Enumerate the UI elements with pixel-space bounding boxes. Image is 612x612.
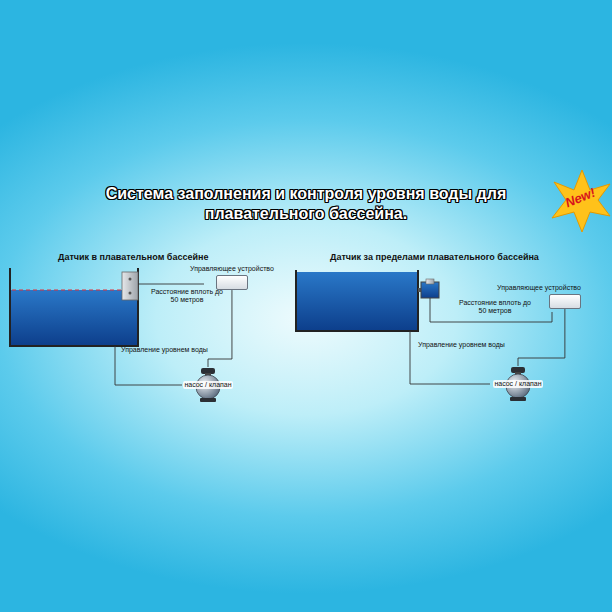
section-heading: Датчик в плавательном бассейне xyxy=(58,252,208,262)
control-unit: Управляющее устройство xyxy=(497,284,581,309)
sensor-beam xyxy=(12,289,122,290)
pump-valve: насос / клапан xyxy=(489,366,547,402)
node-text: Управляющее устройство xyxy=(190,265,274,273)
pool-water xyxy=(11,290,137,345)
control-box xyxy=(216,275,248,290)
sensor-tank xyxy=(421,282,439,298)
node-text: насос / клапан xyxy=(183,381,232,389)
pool-water xyxy=(297,272,417,330)
level-line xyxy=(410,331,490,384)
sensor-box xyxy=(122,272,138,300)
wire-path xyxy=(518,309,565,366)
control-unit: Управляющее устройство xyxy=(190,265,274,290)
sensor-wire xyxy=(430,298,552,322)
distance-note: Расстояние вплоть до 50 метров xyxy=(458,299,532,315)
pool-wall xyxy=(296,270,418,331)
distance-note: Расстояние вплоть до 50 метров xyxy=(150,288,224,304)
level-note: Управление уровнем воды xyxy=(121,346,208,354)
wire-path xyxy=(208,290,232,367)
control-wire xyxy=(208,290,232,367)
level-note: Управление уровнем воды xyxy=(418,341,505,349)
pool-wall xyxy=(10,268,138,346)
control-wire xyxy=(518,309,565,366)
control-box xyxy=(549,294,581,309)
section-heading: Датчик за пределами плавательного бассей… xyxy=(330,252,539,262)
sensor-box xyxy=(426,279,434,284)
new-badge xyxy=(552,170,610,232)
node-text: насос / клапан xyxy=(493,380,542,388)
diagram-title: Система заполнения и контроля уровня вод… xyxy=(96,184,516,224)
node-text: Управляющее устройство xyxy=(497,284,581,292)
sensor-wire xyxy=(138,284,204,285)
pump-valve: насос / клапан xyxy=(179,367,237,403)
